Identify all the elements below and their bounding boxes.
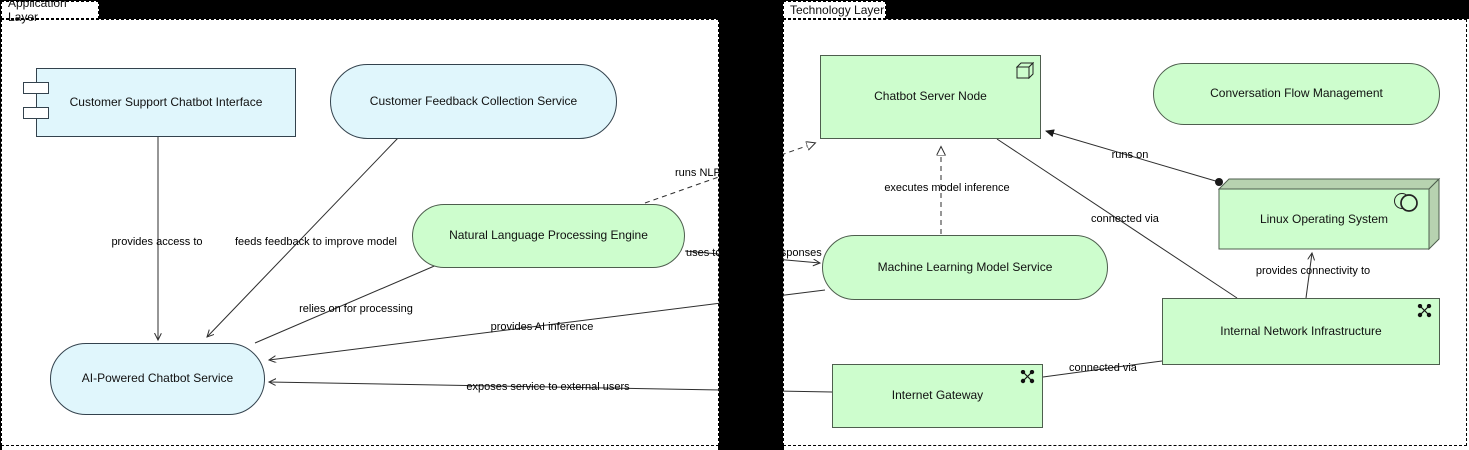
label-runs-on: runs on [1112,149,1149,161]
element-label: Machine Learning Model Service [877,259,1053,274]
assignment-ball [1215,178,1223,186]
element-chatbot-server-node[interactable]: Chatbot Server Node [820,55,1041,139]
node-cube-icon [1016,62,1034,79]
relationship-connected-via-gateway[interactable] [1042,360,1163,378]
system-software-icon [1394,193,1418,212]
technology-layer-tab[interactable]: Technology Layer [783,1,886,19]
relationship-runs-on[interactable] [1045,129,1220,183]
system-software-box [1217,177,1441,251]
application-layer-tab[interactable]: Application Layer [1,0,99,24]
element-conversation-flow-management[interactable]: Conversation Flow Management [1153,63,1440,125]
label-connected-via-gateway: connected via [1069,362,1138,374]
element-internet-gateway[interactable]: Internet Gateway [832,364,1043,428]
label-runs-nlp: runs NLP [675,167,721,179]
label-exposes-service: exposes service to external users [466,381,630,393]
label-feeds-feedback: feeds feedback to improve model [235,236,397,248]
bottom-margin-right [784,446,1467,450]
element-label: Customer Support Chatbot Interface [69,94,263,109]
label-provides-access-to: provides access to [111,236,202,248]
layer-label: Application Layer [8,0,67,24]
label-relies-on: relies on for processing [299,303,413,315]
relationship-relies-on[interactable] [254,261,446,344]
right-margin [1467,19,1469,450]
element-label: Customer Feedback Collection Service [369,93,578,108]
element-label: Internet Gateway [891,388,984,403]
bottom-margin-left [2,446,718,450]
element-linux-operating-system[interactable]: Linux Operating System [1217,177,1441,251]
element-customer-support-chatbot-interface[interactable]: Customer Support Chatbot Interface [23,68,296,137]
element-ai-powered-chatbot-service[interactable]: AI-Powered Chatbot Service [50,343,265,415]
label-provides-ai-inference: provides AI inference [491,321,594,333]
element-label: Linux Operating System [1259,212,1389,226]
relationship-feeds-feedback[interactable] [207,137,399,337]
element-label: AI-Powered Chatbot Service [81,371,234,386]
relationship-connected-via-node[interactable] [996,138,1238,299]
canvas-gap [720,0,783,450]
element-label: Chatbot Server Node [874,89,987,104]
element-machine-learning-model-service[interactable]: Machine Learning Model Service [822,235,1108,300]
element-label: Internal Network Infrastructure [1220,323,1382,338]
label-connected-via-node: connected via [1091,213,1160,225]
layer-label: Technology Layer [790,3,885,17]
element-internal-network-infrastructure[interactable]: Internal Network Infrastructure [1162,298,1440,365]
label-executes-model-inference: executes model inference [884,182,1009,194]
element-label: Natural Language Processing Engine [449,228,648,243]
label-provides-connectivity: provides connectivity to [1256,265,1370,277]
element-customer-feedback-collection-service[interactable]: Customer Feedback Collection Service [330,64,617,139]
relationship-provides-connectivity[interactable] [1305,253,1312,299]
network-icon [1417,304,1432,318]
network-icon [1020,370,1035,384]
component-icon [23,107,49,119]
component-icon [23,82,49,94]
element-natural-language-processing-engine[interactable]: Natural Language Processing Engine [412,204,685,268]
element-label: Conversation Flow Management [1210,86,1383,101]
